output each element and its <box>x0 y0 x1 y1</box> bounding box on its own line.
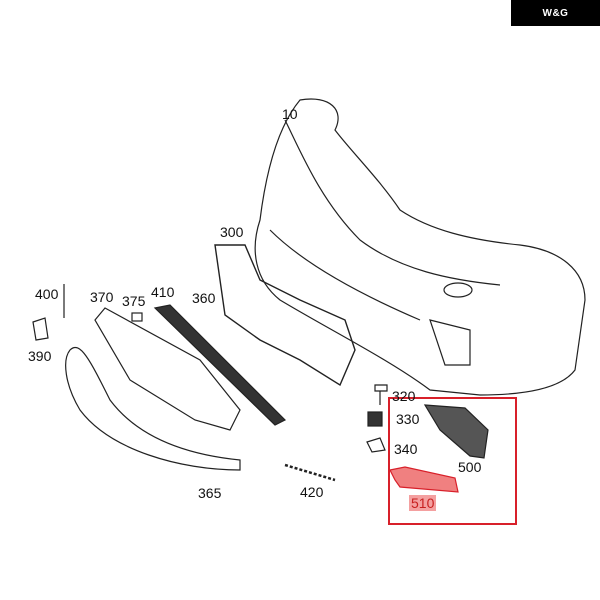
label-320: 320 <box>392 388 416 404</box>
bumper-cover <box>254 98 586 396</box>
label-400: 400 <box>35 286 59 302</box>
trim-strip <box>153 304 287 426</box>
label-390: 390 <box>28 348 52 364</box>
chrome-strip <box>284 463 336 482</box>
impact-absorber <box>214 244 356 387</box>
label-420: 420 <box>300 484 324 500</box>
label-375: 375 <box>122 293 146 309</box>
highlight-box <box>388 397 517 525</box>
logo-text: W&G <box>542 7 569 19</box>
label-300: 300 <box>220 224 244 240</box>
trim-510 <box>389 466 459 493</box>
bolt-320 <box>374 384 388 405</box>
fog-grille-500 <box>423 404 489 459</box>
nut-330 <box>367 411 383 427</box>
fog-lamp-opening <box>443 282 473 298</box>
label-370: 370 <box>90 289 114 305</box>
lower-grille <box>94 307 241 431</box>
label-510: 510 <box>409 495 437 511</box>
label-410: 410 <box>151 284 175 300</box>
label-10: 10 <box>282 106 298 122</box>
brand-logo: W&G <box>511 0 600 26</box>
clip-375 <box>131 312 143 322</box>
label-360: 360 <box>192 290 216 306</box>
clip-340 <box>366 437 386 453</box>
label-340: 340 <box>394 441 418 457</box>
bracket-390 <box>32 317 49 341</box>
label-330: 330 <box>396 411 420 427</box>
front-spoiler <box>65 346 241 471</box>
label-500: 500 <box>458 459 482 475</box>
label-365: 365 <box>198 485 222 501</box>
